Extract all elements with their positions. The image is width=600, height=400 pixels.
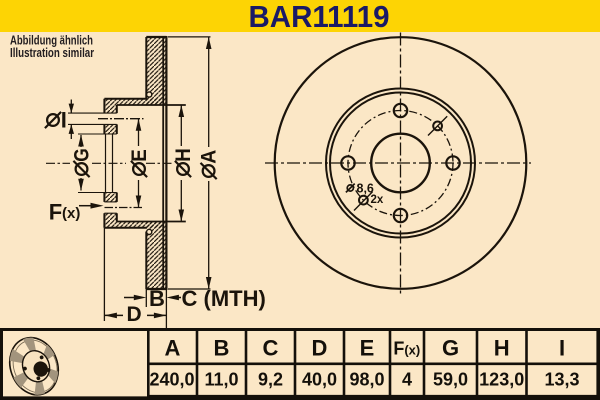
svg-text:11,0: 11,0 [204,370,238,390]
svg-text:2x: 2x [371,194,384,206]
svg-text:F(x): F(x) [393,339,420,359]
svg-text:123,0: 123,0 [479,370,524,390]
svg-text:8,6: 8,6 [357,181,374,195]
svg-text:13,3: 13,3 [544,370,579,390]
svg-text:9,2: 9,2 [258,370,283,390]
svg-text:G: G [442,336,459,361]
svg-text:4: 4 [402,370,412,390]
svg-text:40,0: 40,0 [302,370,337,390]
svg-text:C (MTH): C (MTH) [182,286,266,311]
svg-text:98,0: 98,0 [349,370,384,390]
svg-text:A: A [198,150,221,164]
svg-text:B: B [214,336,230,361]
svg-text:D: D [312,336,328,361]
svg-text:C: C [263,336,279,361]
svg-text:F: F [49,200,62,225]
svg-text:H: H [172,148,195,162]
svg-text:A: A [165,336,181,361]
svg-text:Illustration similar: Illustration similar [10,46,94,60]
svg-text:BAR11119: BAR11119 [249,0,390,34]
svg-text:E: E [360,336,375,361]
svg-text:I: I [61,108,67,133]
svg-text:H: H [494,336,510,361]
svg-text:(x): (x) [62,205,80,222]
svg-text:59,0: 59,0 [433,370,468,390]
svg-text:D: D [127,303,142,326]
svg-text:240,0: 240,0 [149,370,194,390]
svg-text:B: B [149,286,165,311]
svg-text:E: E [128,149,151,162]
svg-text:G: G [71,148,94,162]
svg-text:Abbildung ähnlich: Abbildung ähnlich [10,34,93,48]
svg-text:I: I [559,336,565,361]
